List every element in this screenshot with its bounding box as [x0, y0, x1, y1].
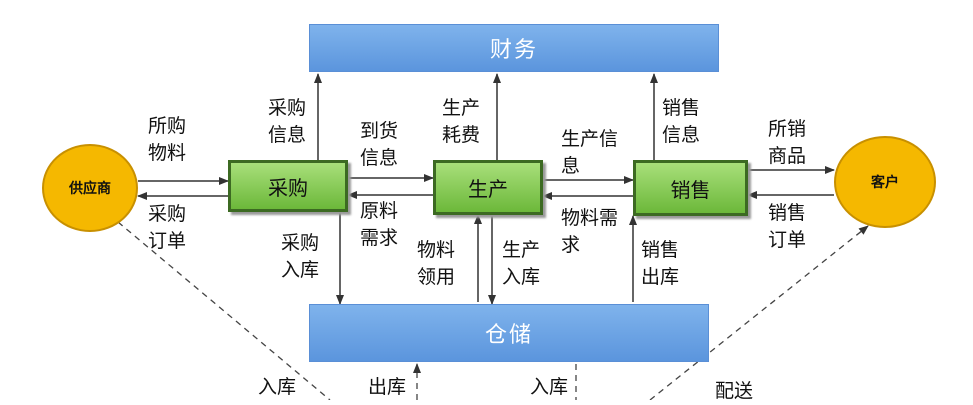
label-outbound: 出库: [368, 376, 407, 398]
finance-node: 财务: [309, 24, 719, 72]
label-purchased-materials: 所购 物料: [148, 115, 187, 164]
label-material-requirement: 原料 需求: [360, 200, 399, 249]
label-sales-outbound: 销售 出库: [641, 239, 680, 288]
label-production-info: 生产信 息: [561, 128, 619, 177]
sales-label: 销售: [670, 177, 711, 202]
dashed-delivery-to-customer: [649, 225, 869, 400]
supplier-node: 供应商: [42, 144, 138, 232]
purchase-node: 采购: [228, 160, 348, 212]
label-sales-info: 销售 信息: [662, 97, 701, 146]
label-sales-order: 销售 订单: [768, 202, 807, 251]
label-production-inbound: 生产 入库: [502, 239, 541, 288]
warehouse-label: 仓储: [484, 323, 533, 348]
label-purchase-info: 采购 信息: [268, 97, 307, 146]
customer-node: 客户: [834, 136, 936, 228]
label-purchase-order: 采购 订单: [148, 203, 187, 252]
label-material-demand: 物料需 求: [561, 207, 619, 256]
label-inbound-right: 入库: [530, 376, 569, 398]
purchase-label: 采购: [268, 175, 308, 200]
production-label: 生产: [468, 177, 508, 201]
label-products-sold: 所销 商品: [768, 118, 807, 167]
label-goods-arrival-info: 到货 信息: [360, 120, 399, 169]
label-production-cost: 生产 耗费: [442, 97, 481, 146]
production-node: 生产: [433, 160, 543, 215]
warehouse-node: 仓储: [309, 304, 709, 362]
label-delivery: 配送: [715, 380, 754, 402]
label-purchase-inbound: 采购 入库: [281, 232, 320, 281]
sales-node: 销售: [633, 160, 748, 216]
supplier-label: 供应商: [69, 181, 111, 197]
label-material-requisition: 物料 领用: [417, 239, 456, 288]
dashed-supplier-to-bottom: [117, 221, 331, 400]
label-inbound-left: 入库: [258, 376, 297, 398]
finance-label: 财务: [489, 38, 538, 63]
customer-label: 客户: [871, 175, 899, 191]
